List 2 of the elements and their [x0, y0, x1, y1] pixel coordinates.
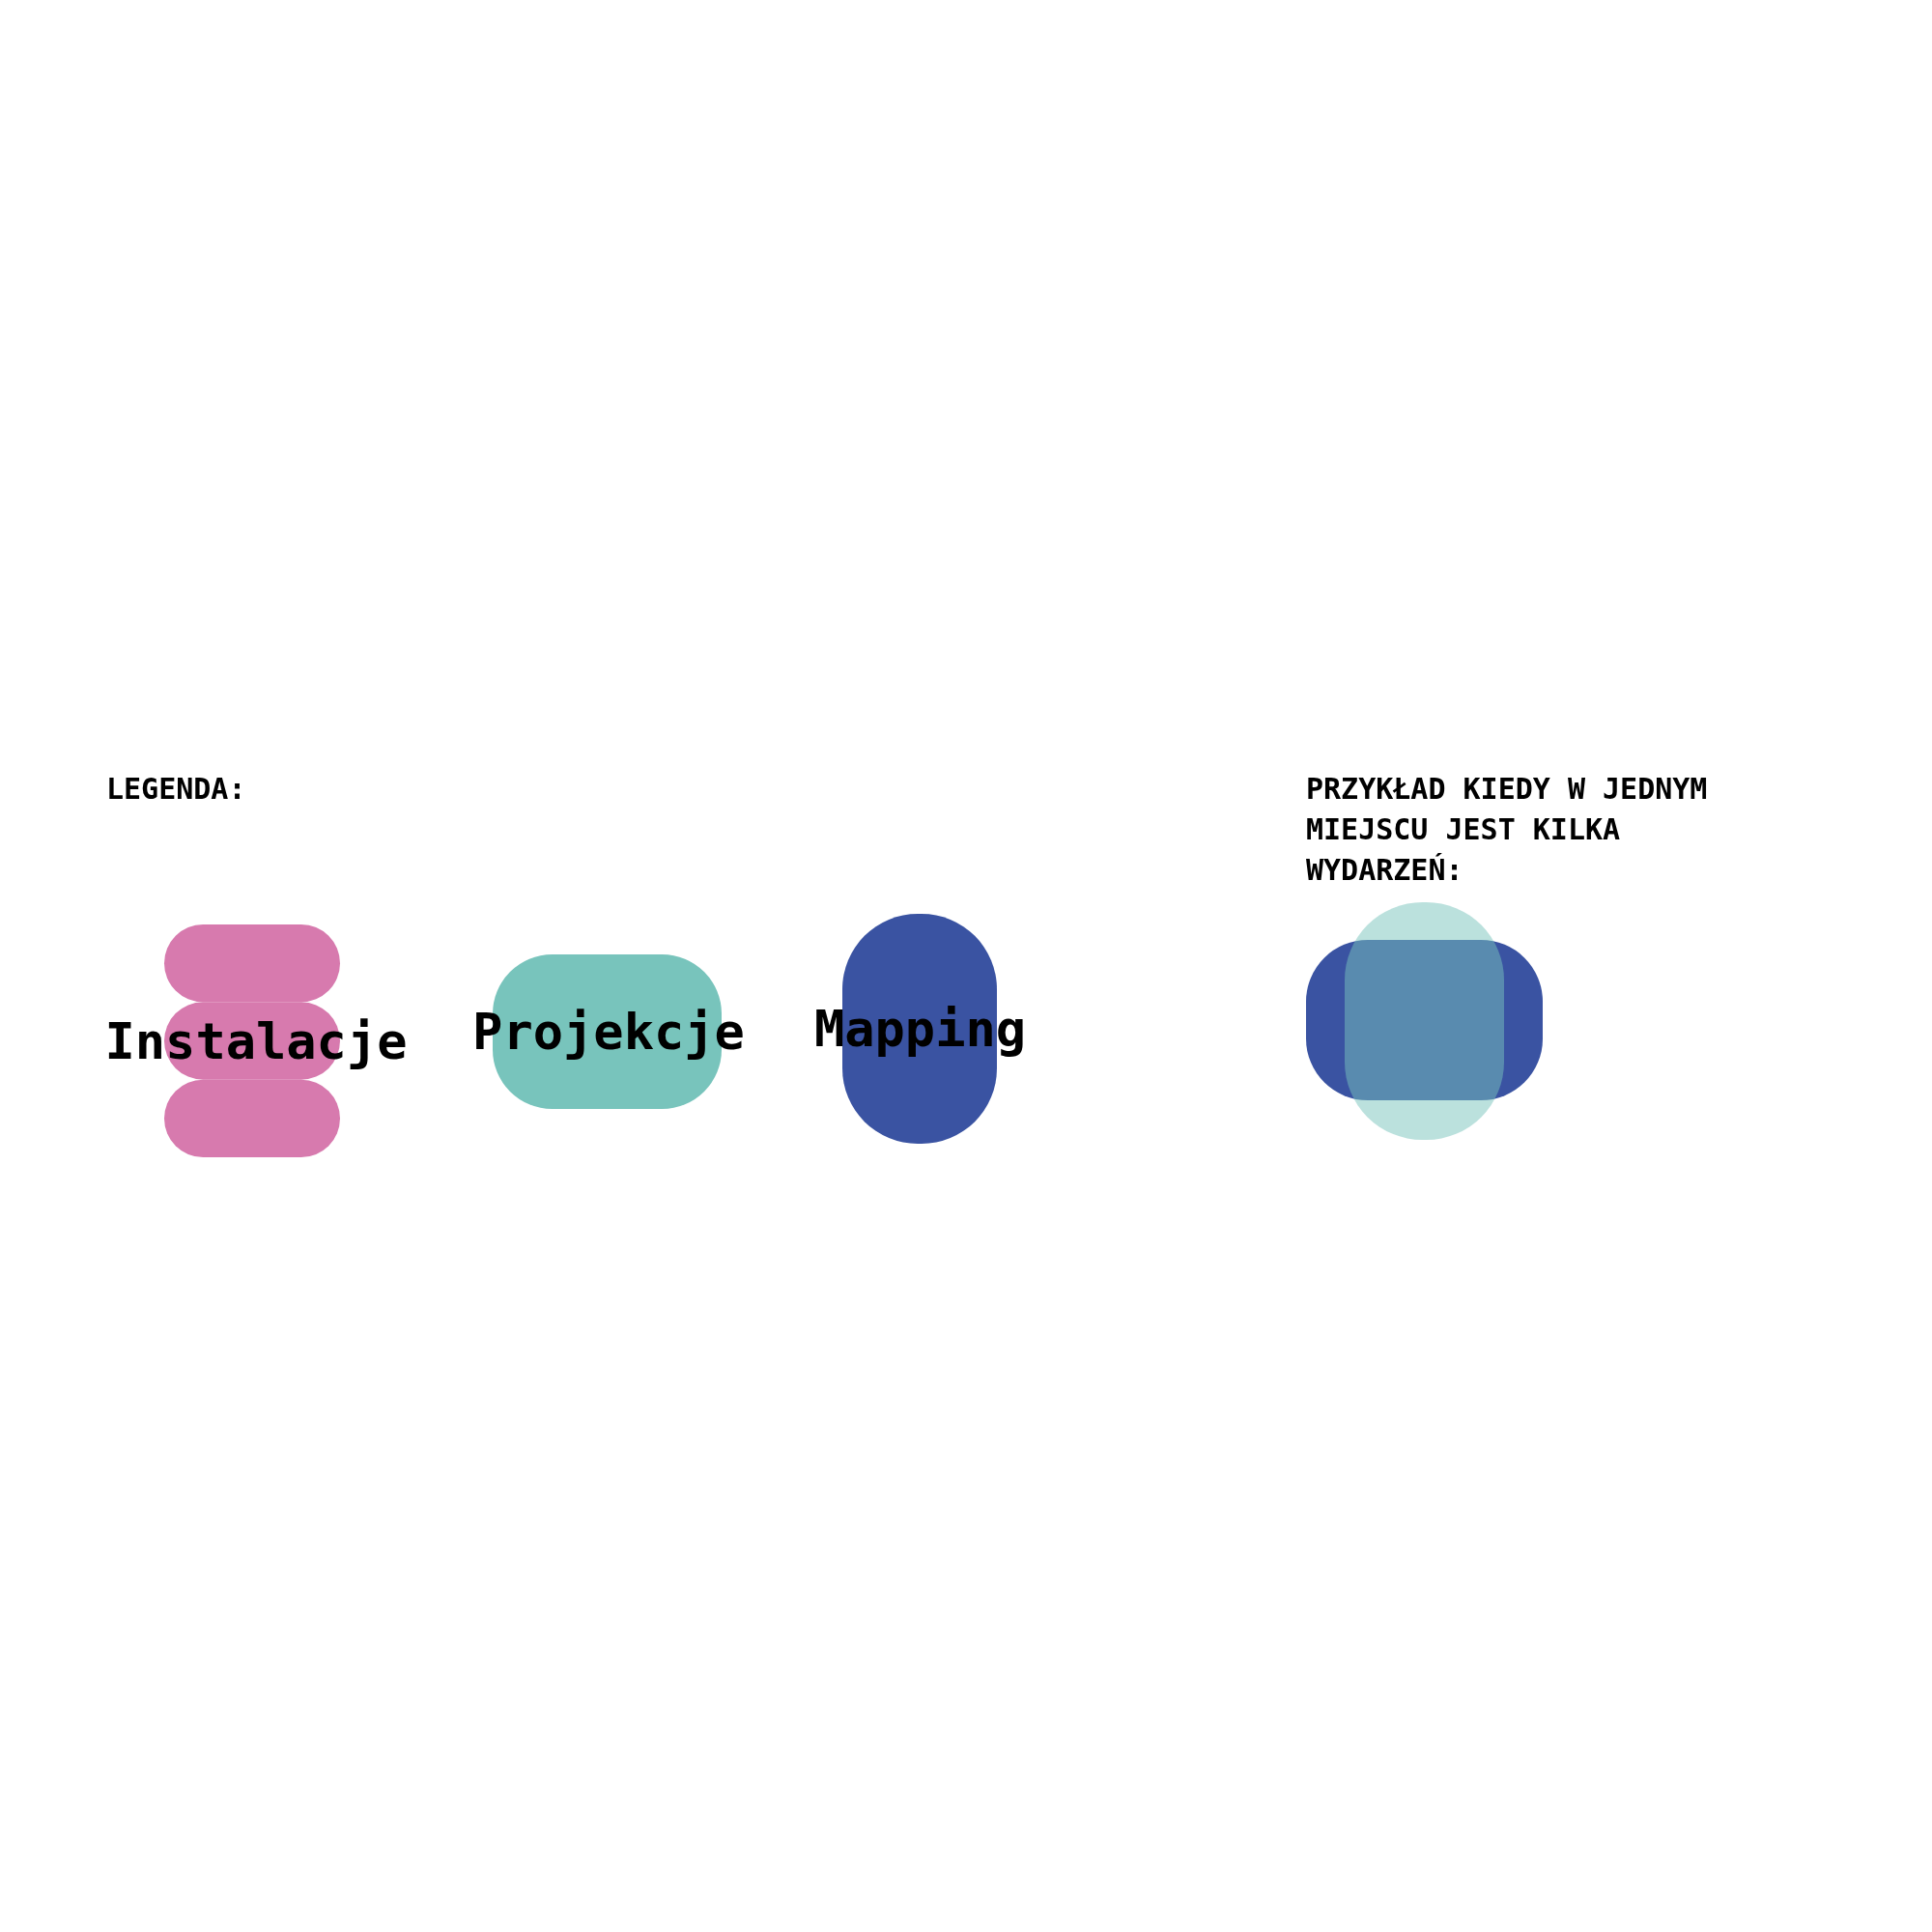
example-heading: PRZYKŁAD KIEDY W JEDNYM MIEJSCU JEST KILKA WYDARZEŃ:	[1306, 771, 1709, 889]
legend-heading: LEGENDA:	[106, 771, 247, 808]
